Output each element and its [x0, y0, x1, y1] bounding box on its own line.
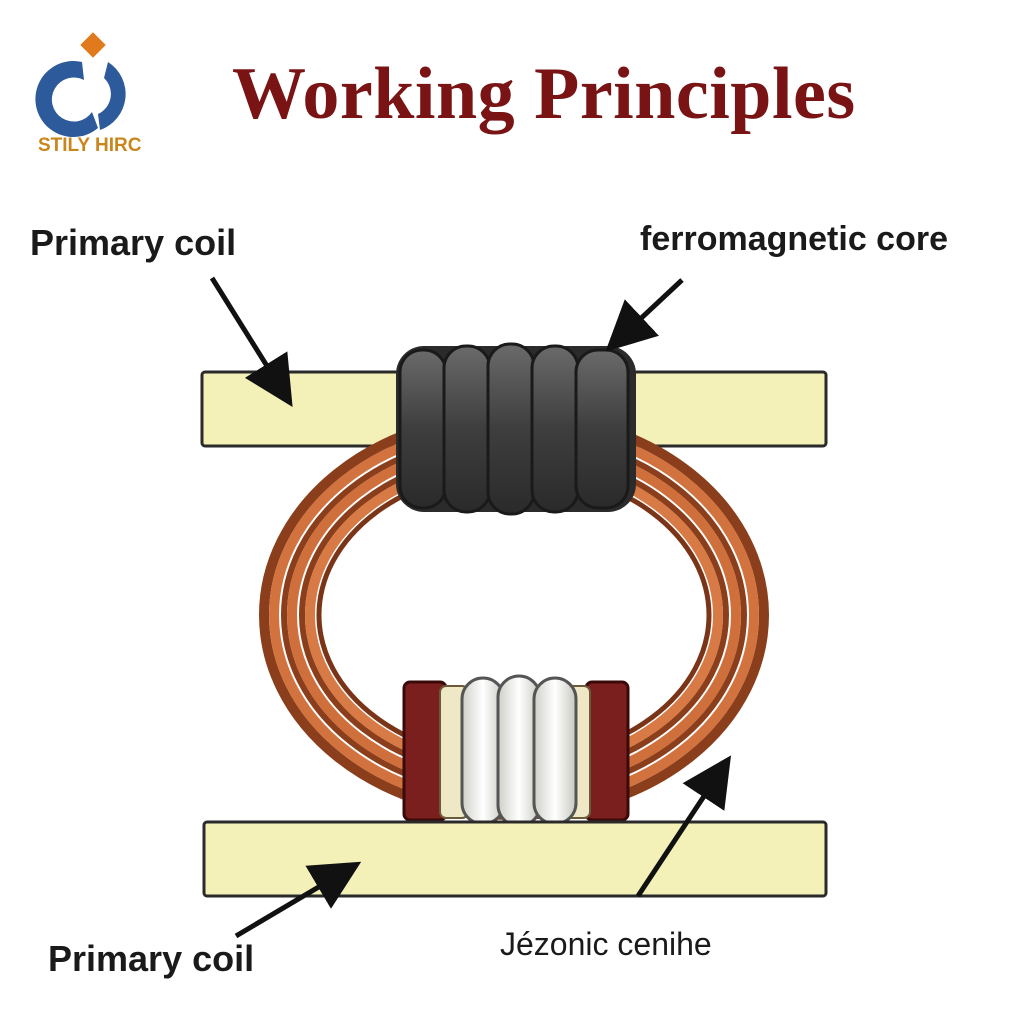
white-winding [402, 674, 630, 828]
dark-winding [396, 342, 636, 516]
arrow-core [605, 278, 684, 352]
arrow-primary-top [209, 276, 293, 407]
label-ferromagnetic-core: ferromagnetic core [640, 220, 948, 258]
bottom-bar [202, 820, 828, 898]
label-primary-coil-bottom: Primary coil [48, 938, 255, 979]
logo [35, 32, 126, 138]
label-primary-coil-top: Primary coil [30, 222, 237, 263]
page-title: Working Principles [232, 53, 856, 135]
logo-text: STILY HIRC [38, 135, 142, 156]
label-bottom-right: Jézonic cenihe [500, 926, 712, 962]
logo-left-arc-icon [35, 61, 98, 138]
arrow-bottom-right [635, 755, 732, 898]
logo-diamond-icon [80, 32, 106, 58]
arrow-primary-bottom [234, 861, 362, 939]
logo-right-arc-icon [98, 62, 126, 130]
